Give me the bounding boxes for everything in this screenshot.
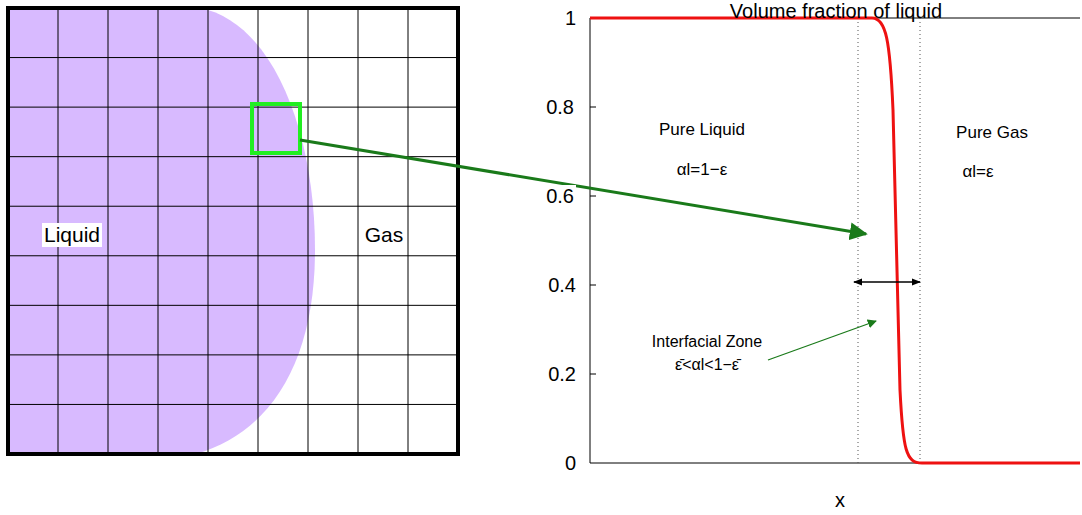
zone-formula: ε̄<αl<1−ε̄ (675, 356, 739, 374)
grid-line (408, 8, 409, 454)
width-arrow (854, 281, 920, 282)
y-axis (590, 18, 591, 463)
grid-line (258, 8, 259, 454)
y-ticks (590, 107, 596, 374)
mesh-grid (8, 8, 458, 454)
grid-line (8, 354, 458, 355)
grid-line (8, 206, 458, 207)
highlight-cell (252, 104, 300, 153)
zoom-arrow (300, 140, 866, 234)
volume-fraction-curve (590, 18, 1080, 463)
grid-line (208, 8, 209, 454)
tick-label: 0.6 (544, 185, 576, 207)
tick-label: 0 (565, 452, 576, 474)
domain-border (8, 8, 458, 454)
tick-label: 0.2 (548, 363, 576, 385)
tick-label: 1 (565, 7, 576, 29)
zone-formula: αl=ε (962, 163, 993, 182)
leader-arrow (768, 321, 876, 360)
grid-line (108, 8, 109, 454)
axis-label: x (835, 489, 845, 511)
liquid-region (8, 8, 315, 454)
grid-line (8, 107, 458, 108)
zone-formula: αl=1−ε (677, 161, 728, 180)
grid-line (8, 255, 458, 256)
grid-line (158, 8, 159, 454)
tick-label: 0.4 (548, 274, 576, 296)
region-label: Liquid (42, 223, 102, 246)
region-label: Gas (365, 223, 404, 246)
grid-line (8, 404, 458, 405)
zone-bound (858, 18, 859, 463)
zone-bound (920, 18, 921, 463)
tick-label: 0.8 (544, 96, 576, 118)
chart-title: Volume fraction of liquid (730, 0, 942, 22)
grid-line (8, 305, 458, 306)
zone-label: Interfacial Zone (652, 333, 762, 351)
grid-line (358, 8, 359, 454)
zone-label: Pure Gas (956, 124, 1028, 143)
grid-line (308, 8, 309, 454)
zone-label: Pure Liquid (659, 121, 745, 140)
grid-line (8, 57, 458, 58)
